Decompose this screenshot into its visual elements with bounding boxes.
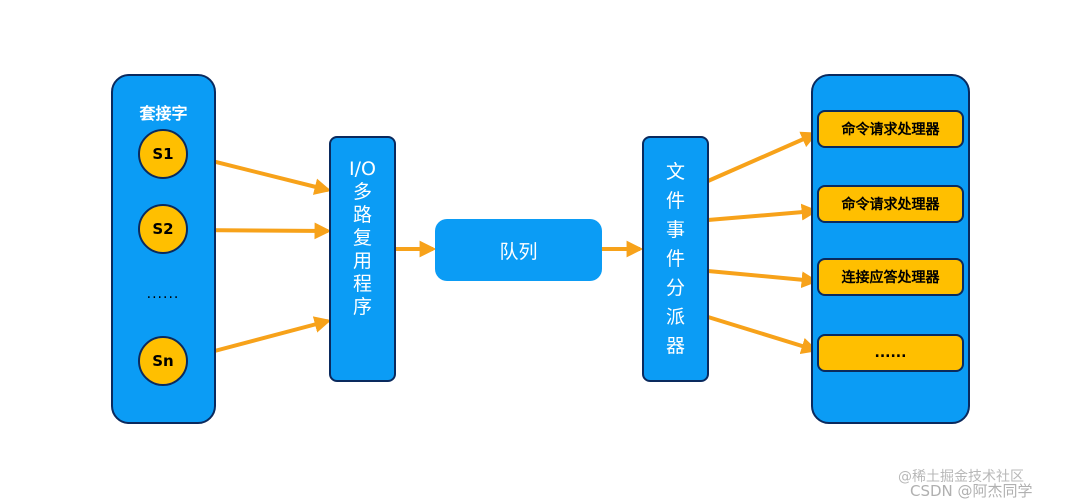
queue-label: 队列 [499, 240, 538, 263]
handler-command-2: 命令请求处理器 [817, 185, 964, 223]
socket-sn: Sn [138, 336, 188, 386]
socket-s1: S1 [138, 129, 188, 179]
socket-s2: S2 [138, 204, 188, 254]
handler-accept: 连接应答处理器 [817, 258, 964, 296]
handler-command-1: 命令请求处理器 [817, 110, 964, 148]
arrow-dispatcher-to-handler-1 [707, 131, 819, 183]
socket-panel-title: 套接字 [139, 104, 188, 123]
watermark-csdn: CSDN @阿杰同学 [910, 482, 1033, 500]
queue-box: 队列 [435, 219, 602, 281]
watermark-juejin: @稀土掘金技术社区 [898, 469, 1024, 485]
arrow-dispatcher-to-handler-3 [707, 269, 819, 289]
arrow-dispatcher-to-handler-4 [707, 315, 819, 355]
handler-ellipsis: ...... [817, 334, 964, 372]
dispatcher-label: 文 件 事 件 分 派 器 [665, 161, 685, 357]
io-multiplexer-label: I/O 多 路 复 用 程 序 [349, 158, 376, 318]
io-multiplexer-box: I/O 多 路 复 用 程 序 [329, 136, 396, 382]
arrow-dispatcher-to-handler-2 [707, 203, 819, 222]
dispatcher-box: 文 件 事 件 分 派 器 [642, 136, 709, 382]
socket-ellipsis: ...... [146, 286, 180, 302]
